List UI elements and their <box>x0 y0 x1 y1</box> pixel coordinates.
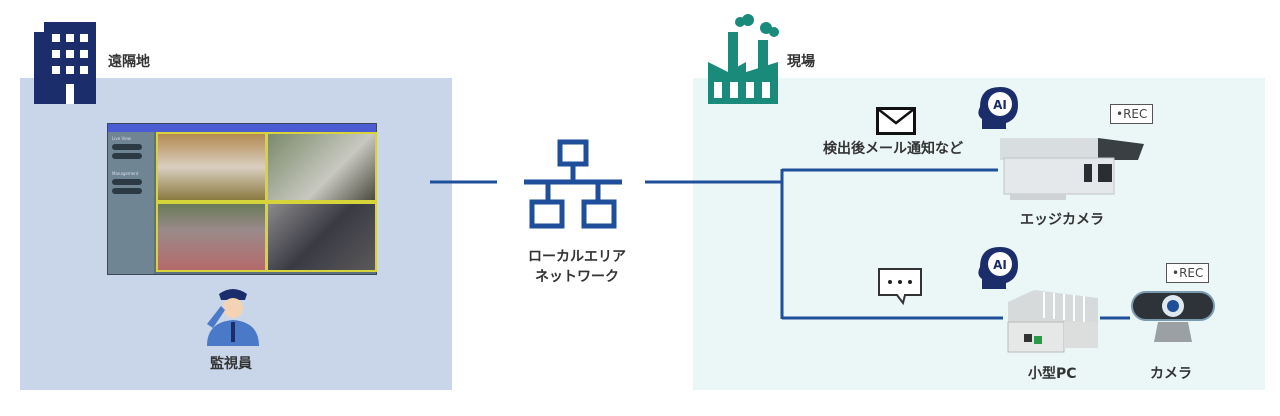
app-sidebar: Live View Management <box>108 132 154 274</box>
ai-head-icon: AI <box>978 87 1018 129</box>
webcam-icon <box>1131 291 1215 342</box>
remote-title: 遠隔地 <box>108 54 150 70</box>
site-title: 現場 <box>787 54 815 70</box>
monitor-screenshot: Live View Management <box>107 123 377 275</box>
sidebar-button <box>112 188 142 194</box>
edge-camera-label: エッジカメラ <box>1020 212 1104 228</box>
sidebar-section-live-view: Live View <box>112 136 131 141</box>
camera-feed <box>266 132 377 202</box>
notification-label: 検出後メール通知など <box>823 141 963 157</box>
building-icon <box>34 22 96 104</box>
monitor-person-label: 監視員 <box>210 356 252 372</box>
factory-icon <box>708 14 779 104</box>
network-label-line1: ローカルエリア <box>528 249 626 265</box>
small-pc-label: 小型PC <box>1028 366 1077 382</box>
ai-label: AI <box>993 258 1007 272</box>
sidebar-button <box>112 144 142 150</box>
camera-feed <box>266 202 377 272</box>
envelope-icon <box>876 107 916 135</box>
edge-camera-icon <box>1000 138 1144 200</box>
security-guard-icon <box>207 289 259 346</box>
rec-badge: •REC <box>1166 263 1210 283</box>
rec-badge: •REC <box>1110 104 1154 124</box>
ai-head-icon: AI <box>978 247 1018 289</box>
network-label-line2: ネットワーク <box>535 269 619 285</box>
small-pc-icon <box>1007 290 1098 353</box>
camera-label: カメラ <box>1150 366 1192 382</box>
network-icon <box>524 139 622 229</box>
sidebar-button <box>112 153 142 159</box>
sidebar-section-management: Management <box>112 171 139 176</box>
ai-label: AI <box>993 98 1007 112</box>
chat-bubble-icon <box>878 268 922 306</box>
sidebar-button <box>112 179 142 185</box>
app-title-bar <box>108 124 376 132</box>
